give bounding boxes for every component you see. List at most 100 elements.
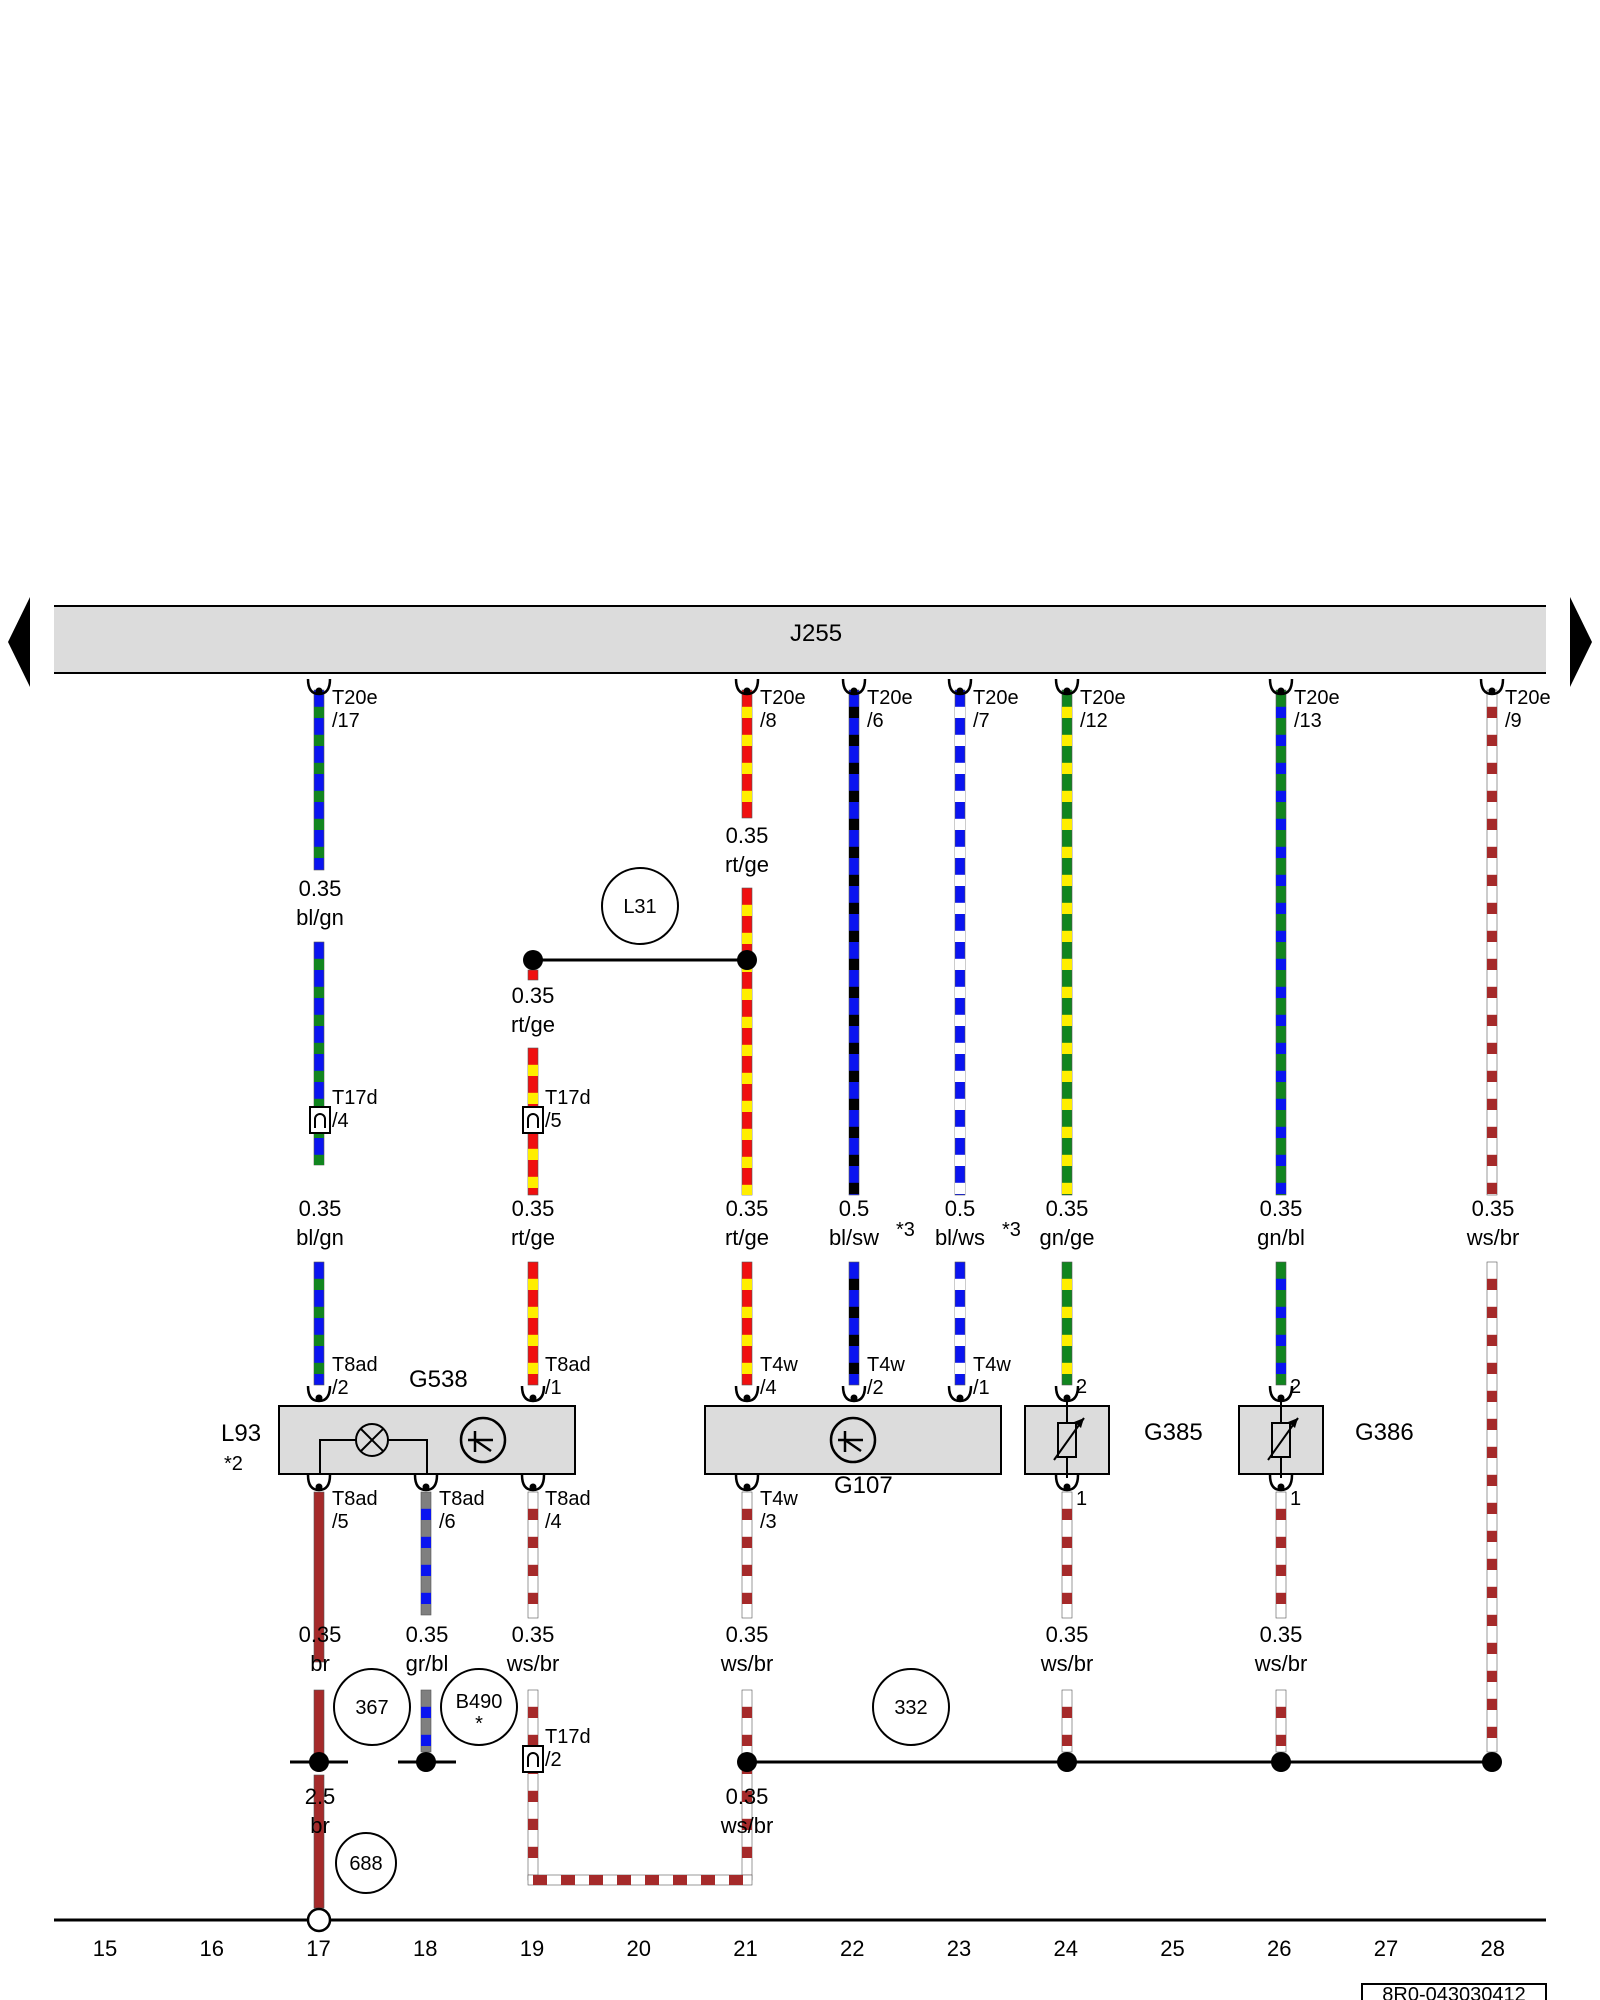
pin-number-label: /3	[760, 1511, 777, 1533]
wire-color-label: bl/gn	[296, 1225, 344, 1250]
wire-segment[interactable]	[1486, 689, 1498, 1196]
wire-segment[interactable]	[1275, 689, 1287, 1196]
wire-segment[interactable]	[1275, 1261, 1287, 1386]
g107-label: G107	[834, 1472, 893, 1499]
g385-resistor-icon	[1053, 1402, 1085, 1478]
pin-number-label: /17	[332, 710, 360, 732]
wire-color-label: ws/br	[720, 1813, 774, 1838]
pin-connector-label: T4w	[867, 1354, 905, 1376]
pin-number-label: /7	[973, 710, 990, 732]
wire-segment[interactable]	[848, 1261, 860, 1386]
pin-number-label: /6	[867, 710, 884, 732]
wire-size-label: 0.35	[299, 1622, 342, 1647]
wire-labels: 0.35bl/gn0.35bl/gn0.35rt/ge0.35rt/ge0.35…	[296, 823, 1519, 1838]
pin-number-label: /4	[545, 1511, 562, 1533]
column-number: 23	[947, 1936, 971, 1961]
reference-label: 688	[349, 1853, 382, 1875]
wire-size-label: 0.5	[839, 1196, 870, 1221]
pin-connector-label: T4w	[760, 1354, 798, 1376]
pin-connector-label: T20e	[1294, 687, 1340, 709]
column-number: 20	[627, 1936, 651, 1961]
wire-color-label: gn/ge	[1039, 1225, 1094, 1250]
wire-segment[interactable]	[313, 1261, 325, 1386]
wire-segment[interactable]	[741, 1261, 753, 1386]
wire-segment[interactable]	[1061, 1491, 1073, 1619]
wire-color-label: gr/bl	[406, 1651, 449, 1676]
wire-size-label: 0.35	[726, 1784, 769, 1809]
wire-size-label: 0.35	[1260, 1622, 1303, 1647]
pin-connector-label: T20e	[760, 687, 806, 709]
wire-segment[interactable]	[741, 887, 753, 1196]
g538-sensor-icon	[459, 1416, 507, 1464]
wire-segment[interactable]	[420, 1491, 432, 1616]
nav-right-arrow-icon[interactable]	[1570, 597, 1592, 687]
wire-segment[interactable]	[313, 689, 325, 871]
wire-segment[interactable]	[420, 1689, 432, 1753]
pin-number-label: /6	[439, 1511, 456, 1533]
wire-size-label: 0.35	[299, 1196, 342, 1221]
control-unit-bar	[54, 606, 1546, 673]
wire-segment[interactable]	[313, 1689, 325, 1756]
wire-segment[interactable]	[527, 1689, 539, 1881]
wire-color-label: ws/br	[506, 1651, 560, 1676]
wire-segment[interactable]	[954, 689, 966, 1196]
wire-color-label: bl/ws	[935, 1225, 985, 1250]
pin-connector-label: T8ad	[439, 1488, 485, 1510]
pin-number-label: /5	[545, 1110, 562, 1132]
wire-segment[interactable]	[1486, 1261, 1498, 1753]
wire-segment[interactable]	[527, 969, 539, 981]
pin-number-label: 1	[1076, 1488, 1087, 1510]
wire-segment[interactable]	[954, 1261, 966, 1386]
wire-segment[interactable]	[1275, 1689, 1287, 1753]
wire-segment[interactable]	[527, 1261, 539, 1386]
pin-connector-label: T4w	[760, 1488, 798, 1510]
pin-connector-label: T17d	[545, 1726, 591, 1748]
g107-sensor-icon	[829, 1416, 877, 1464]
wire-size-label: 2.5	[305, 1784, 336, 1809]
reference-note: *	[475, 1713, 483, 1735]
wire-segment[interactable]	[848, 689, 860, 1196]
wire-note-label: *3	[1002, 1219, 1021, 1241]
reference-label: B490	[456, 1691, 503, 1713]
wire-segment[interactable]	[1275, 1491, 1287, 1619]
wire-segment[interactable]	[313, 1491, 325, 1663]
wire-size-label: 0.35	[726, 1622, 769, 1647]
column-number: 26	[1267, 1936, 1291, 1961]
pin-connector-label: T4w	[973, 1354, 1011, 1376]
pin-connector-label: T20e	[1505, 687, 1551, 709]
pin-connectors	[306, 678, 1505, 1492]
wire-size-label: 0.35	[1046, 1622, 1089, 1647]
column-number: 15	[93, 1936, 117, 1961]
wire-segment[interactable]	[527, 1874, 753, 1886]
wire-size-label: 0.35	[1472, 1196, 1515, 1221]
wire-segment[interactable]	[1061, 1261, 1073, 1386]
reference-label: L31	[623, 896, 656, 918]
column-number: 18	[413, 1936, 437, 1961]
pin-connector-label: T20e	[332, 687, 378, 709]
column-number: 27	[1374, 1936, 1398, 1961]
column-number: 24	[1054, 1936, 1078, 1961]
connection-lines	[54, 958, 1546, 1922]
wire-segment[interactable]	[1061, 689, 1073, 1196]
pin-connector-label: T17d	[332, 1087, 378, 1109]
wire-segment[interactable]	[1061, 1689, 1073, 1753]
pin-number-label: /1	[545, 1377, 562, 1399]
wire-color-label: rt/ge	[725, 852, 769, 877]
wire-size-label: 0.5	[945, 1196, 976, 1221]
pin-connector-label: T8ad	[332, 1488, 378, 1510]
wire-segment[interactable]	[741, 1491, 753, 1619]
wire-segment[interactable]	[527, 1491, 539, 1619]
lamp-icon	[355, 1423, 389, 1457]
nav-left-arrow-icon[interactable]	[8, 597, 30, 687]
column-number: 22	[840, 1936, 864, 1961]
wire-size-label: 0.35	[406, 1622, 449, 1647]
column-number: 19	[520, 1936, 544, 1961]
wire-segment[interactable]	[741, 689, 753, 819]
l93-label: L93	[221, 1420, 261, 1447]
pin-connector-label: T8ad	[545, 1488, 591, 1510]
g385-label: G385	[1144, 1419, 1203, 1446]
wire-size-label: 0.35	[512, 983, 555, 1008]
reference-label: 367	[355, 1697, 388, 1719]
